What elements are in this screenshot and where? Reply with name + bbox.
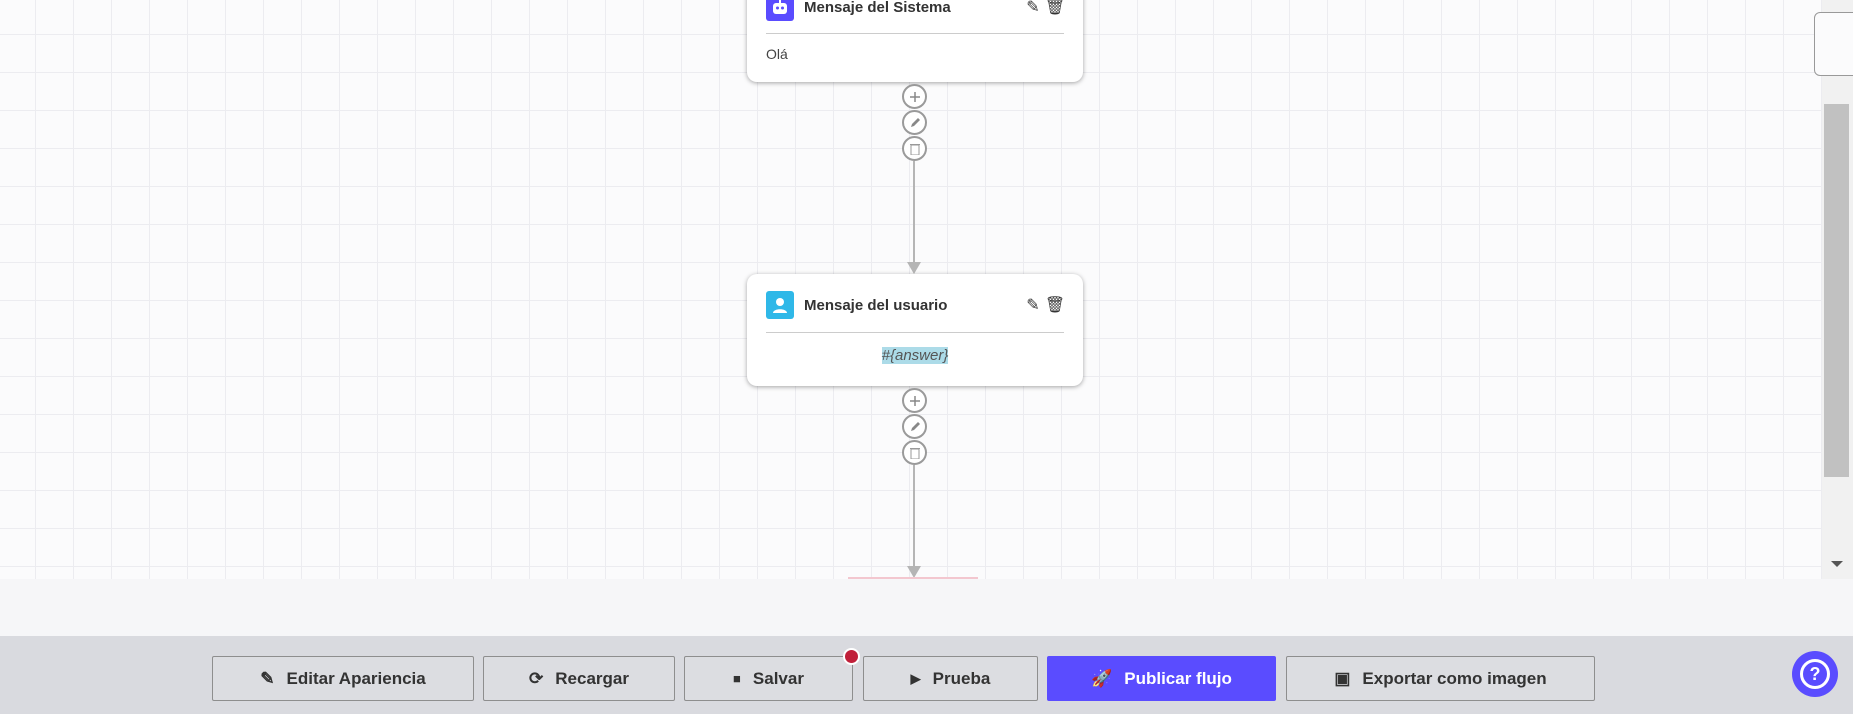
robot-icon [766,0,794,21]
question-icon: ? [1800,659,1830,689]
node-user-message[interactable]: Mensaje del usuario ✎ 🗑 #{answer} [747,274,1083,386]
save-button[interactable]: ■Salvar [684,648,860,701]
scroll-down-arrow[interactable] [1831,561,1843,567]
connector-arrow [907,262,921,274]
trash-icon[interactable]: 🗑 [1044,0,1066,16]
next-node-edge [848,577,978,579]
edit-icon[interactable]: ✎ [1026,0,1040,16]
reload-button[interactable]: ⟳Recargar [483,656,675,701]
edit-connection-button[interactable] [902,110,927,135]
node-system-message[interactable]: Mensaje del Sistema ✎ 🗑 Olá [747,0,1083,82]
add-node-button[interactable] [902,388,927,413]
divider [766,332,1064,333]
vertical-scrollbar[interactable] [1822,0,1853,579]
save-icon: ■ [733,671,741,686]
minimap-panel[interactable] [1814,12,1853,76]
flow-canvas[interactable]: Mensaje del Sistema ✎ 🗑 Olá Mensaje del … [0,0,1822,579]
trash-icon[interactable]: 🗑 [1044,297,1066,314]
scrollbar-thumb[interactable] [1824,104,1849,477]
play-icon: ▶ [910,670,921,686]
image-icon: ▣ [1334,668,1351,688]
unsaved-indicator [843,648,860,665]
edit-icon[interactable]: ✎ [1026,297,1040,314]
delete-connection-button[interactable] [902,440,927,465]
rocket-icon: 🚀 [1091,668,1113,688]
node-title: Mensaje del usuario [804,296,948,314]
help-button[interactable]: ? [1792,651,1838,697]
node-text: Olá [766,46,788,62]
publish-flow-button[interactable]: 🚀Publicar flujo [1047,656,1276,701]
connector-line [913,161,915,263]
user-icon [766,291,794,319]
connector-line [913,465,915,568]
delete-connection-button[interactable] [902,136,927,161]
test-button[interactable]: ▶Prueba [863,656,1038,701]
export-image-button[interactable]: ▣Exportar como imagen [1286,656,1595,701]
edit-icon: ✎ [260,668,275,688]
refresh-icon: ⟳ [529,668,544,688]
edit-connection-button[interactable] [902,414,927,439]
add-node-button[interactable] [902,84,927,109]
edit-appearance-button[interactable]: ✎Editar Apariencia [212,656,474,701]
bottom-toolbar: ✎Editar Apariencia ⟳Recargar ■Salvar ▶Pr… [0,636,1853,714]
divider [766,33,1064,34]
node-title: Mensaje del Sistema [804,0,951,16]
node-variable: #{answer} [881,347,949,364]
connector-arrow [907,566,921,578]
